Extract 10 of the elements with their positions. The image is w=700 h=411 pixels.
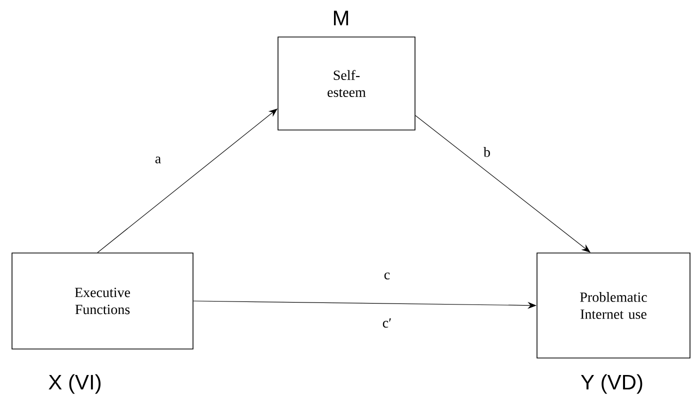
- path-label: b: [482, 146, 492, 158]
- path-label: c: [382, 272, 392, 280]
- variable-box: Problematic Internet use: [536, 252, 690, 358]
- variable-letter: X (VI): [48, 374, 101, 394]
- variable-letter: Y (VD): [580, 374, 642, 394]
- variable-box: Self-esteem: [278, 36, 416, 130]
- path-label: c′: [382, 318, 391, 328]
- variable-box: Executive Functions: [12, 252, 194, 350]
- variable-letter: M: [334, 10, 348, 26]
- path-label: a: [154, 156, 162, 164]
